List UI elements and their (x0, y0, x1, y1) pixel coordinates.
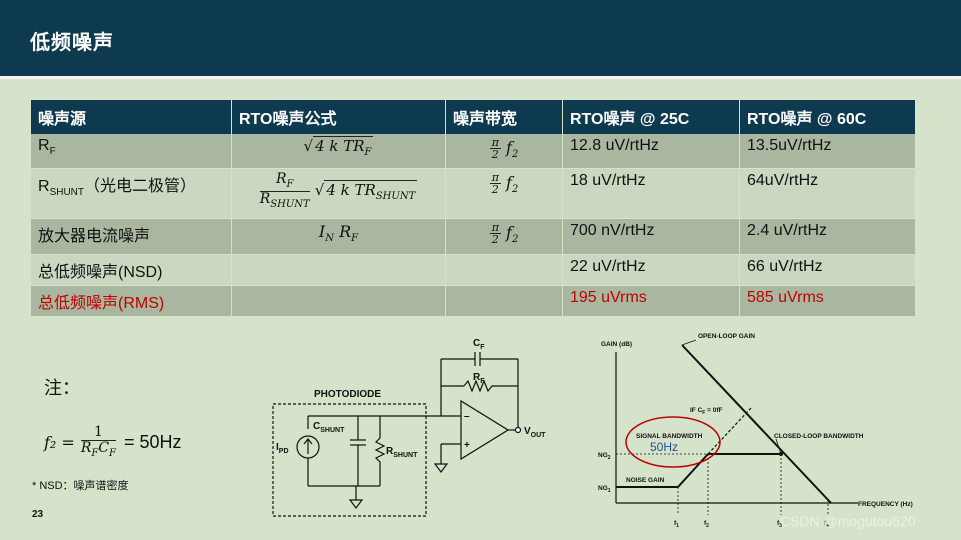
closed-loop-label: CLOSED-LOOP BANDWIDTH (774, 433, 864, 440)
cshunt-label: CSHUNT (313, 421, 345, 434)
source-cell: 总低频噪声(NSD) (31, 254, 232, 286)
formula-fraction: 1 RFCF (80, 424, 116, 459)
table-header-row: 噪声源 RTO噪声公式 噪声带宽 RTO噪声 @ 25C RTO噪声 @ 60C (31, 100, 916, 134)
formula-cell: IN RF (231, 218, 446, 255)
note-title: 注： (44, 378, 80, 398)
hz-annotation: 50Hz (650, 440, 678, 454)
title-bar: 低频噪声 (0, 0, 961, 79)
source-cell: 放大器电流噪声 (31, 218, 232, 255)
rto-60c-cell: 585 uVrms (739, 285, 916, 317)
noise-gain-label: NOISE GAIN (626, 477, 665, 484)
table-row: 总低频噪声(RMS) 195 uVrms 585 uVrms (31, 285, 916, 317)
formula-cell: √4 k TRF (231, 134, 446, 169)
header-rto-60c: RTO噪声 @ 60C (739, 100, 916, 134)
plus-label: + (464, 440, 470, 451)
minus-label: – (464, 411, 470, 422)
photodiode-circuit: PHOTODIODE CF RF CSHUNT RSHUNT IPD VOUT … (272, 338, 546, 517)
sqrt-formula: √4 k TRF (303, 136, 374, 158)
cf-label: CF (473, 338, 485, 351)
source-cell: 总低频噪声(RMS) (31, 285, 232, 317)
signal-bandwidth-label: SIGNAL BANDWIDTH (636, 433, 703, 440)
photodiode-label: PHOTODIODE (314, 389, 381, 400)
cutoff-formula: f₂ = 1 RFCF = 50Hz (44, 425, 182, 461)
gain-bode-diagram: GAIN (dB) OPEN-LOOP GAIN IF CF = 0fF CLO… (598, 333, 913, 529)
csdn-watermark: CSDN @mogutou520 (780, 513, 916, 529)
bandwidth-cell (445, 254, 563, 286)
source-cell: RSHUNT（光电二极管） (31, 168, 232, 219)
rf-label: RF (473, 372, 485, 385)
page-number: 23 (32, 509, 44, 520)
rto-25c-cell: 700 nV/rtHz (562, 218, 740, 255)
rto-25c-cell: 18 uV/rtHz (562, 168, 740, 219)
rto-60c-cell: 64uV/rtHz (739, 168, 916, 219)
rto-25c-cell: 195 uVrms (562, 285, 740, 317)
f1-label: f1 (674, 520, 679, 529)
page-title: 低频噪声 (30, 32, 114, 54)
formula-cell (231, 285, 446, 317)
frequency-axis-label: FREQUENCY (Hz) (858, 501, 913, 508)
f4-label: f4 (824, 520, 829, 529)
rto-60c-cell: 13.5uV/rtHz (739, 134, 916, 169)
header-bandwidth: 噪声带宽 (445, 100, 563, 134)
open-loop-label: OPEN-LOOP GAIN (698, 333, 755, 340)
f3-label: f3 (777, 520, 782, 529)
vout-label: VOUT (524, 426, 546, 439)
rto-25c-cell: 12.8 uV/rtHz (562, 134, 740, 169)
if-cf-label: IF CF = 0fF (690, 407, 723, 416)
formula-rhs: = 50Hz (124, 432, 182, 453)
source-cell: RF (31, 134, 232, 169)
header-rto-25c: RTO噪声 @ 25C (562, 100, 740, 134)
ipd-label: IPD (276, 442, 289, 455)
gain-axis-label: GAIN (dB) (601, 341, 632, 348)
rto-60c-cell: 66 uV/rtHz (739, 254, 916, 286)
rto-60c-cell: 2.4 uV/rtHz (739, 218, 916, 255)
ng2-label: NG2 (598, 452, 611, 461)
noise-table: 噪声源 RTO噪声公式 噪声带宽 RTO噪声 @ 25C RTO噪声 @ 60C… (31, 100, 916, 317)
formula-lhs: f₂ = (44, 433, 75, 453)
nsd-footnote: * NSD：噪声谱密度 (32, 480, 129, 492)
bandwidth-cell (445, 285, 563, 317)
f2-label: f2 (704, 520, 709, 529)
ng1-label: NG1 (598, 485, 611, 494)
table-row: 总低频噪声(NSD) 22 uV/rtHz 66 uV/rtHz (31, 254, 916, 286)
header-source: 噪声源 (31, 100, 232, 134)
rshunt-label: RSHUNT (386, 446, 418, 459)
rto-25c-cell: 22 uV/rtHz (562, 254, 740, 286)
header-formula: RTO噪声公式 (231, 100, 446, 134)
formula-cell (231, 254, 446, 286)
